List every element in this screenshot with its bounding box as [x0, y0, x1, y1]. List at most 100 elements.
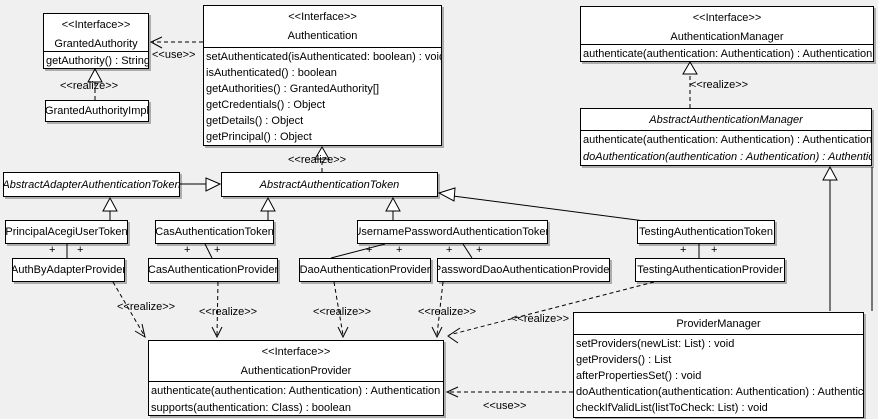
method-entry: getAuthorities() : GrantedAuthority[]: [206, 83, 380, 95]
realize-stereotype-label: <<realize>>: [199, 306, 258, 318]
stereotype-label: <<Interface>>: [61, 19, 131, 31]
hollow-triangle-arrowhead: [102, 196, 118, 212]
class-name: AbstractAdapterAuthenticationToken: [3, 178, 180, 191]
class-box-abstract-authentication-manager: AbstractAuthenticationManager authentica…: [580, 108, 872, 166]
stereotype-label: <<Interface>>: [692, 12, 762, 24]
method-entry: authenticate(authentication: Authenticat…: [583, 48, 873, 60]
association-edge-userpass-passworddao: [462, 243, 473, 259]
method-entry: checkIfValidList(listToCheck: List) : vo…: [576, 402, 768, 414]
method-entry: isAuthenticated() : boolean: [206, 67, 337, 79]
association-plus-mark: +: [77, 244, 84, 256]
methods-compartment: authenticate(authentication: Authenticat…: [581, 44, 873, 61]
method-entry: getProviders() : List: [576, 354, 672, 366]
class-box-password-dao-authentication-provider: PasswordDaoAuthenticationProvider: [437, 258, 610, 282]
class-header: <<Interface>> AuthenticationProvider: [149, 341, 443, 378]
class-header: AbstractAuthenticationManager: [581, 109, 871, 130]
class-name: ProviderManager: [676, 318, 761, 330]
open-arrowhead: [447, 327, 461, 344]
hollow-triangle-arrowhead: [437, 187, 456, 202]
realize-stereotype-label: <<realize>>: [288, 154, 347, 166]
generalization-edge-testing-token: [452, 195, 646, 222]
class-box-dao-authentication-provider: DaoAuthenticationProvider: [299, 258, 431, 282]
method-entry: getPrincipal() : Object: [206, 131, 312, 143]
association-edge-userpass-dao: [330, 243, 386, 259]
realize-stereotype-label: <<realize>>: [313, 306, 372, 318]
association-plus-mark: +: [446, 244, 453, 256]
methods-compartment: authenticate(authentication: Authenticat…: [149, 381, 443, 415]
class-box-authentication-provider: <<Interface>> AuthenticationProvider aut…: [148, 340, 444, 416]
class-name: Authentication: [287, 30, 358, 42]
methods-compartment: getAuthority() : String: [44, 51, 148, 68]
class-box-granted-authority: <<Interface>> GrantedAuthority getAuthor…: [43, 13, 149, 69]
use-stereotype-label: <<use>>: [152, 49, 196, 61]
realize-stereotype-label: <<realize>>: [690, 79, 749, 91]
class-name: DaoAuthenticationProvider: [299, 264, 431, 276]
class-box-abstract-authentication-token: AbstractAuthenticationToken: [221, 172, 438, 197]
class-name: AuthenticationProvider: [240, 365, 352, 377]
association-plus-mark: +: [366, 244, 373, 256]
class-box-abstract-adapter-authentication-token: AbstractAdapterAuthenticationToken: [3, 172, 180, 197]
realize-stereotype-label: <<realize>>: [418, 306, 477, 318]
realize-stereotype-label: <<realize>>: [60, 80, 119, 92]
class-name: TestingAuthenticationProvider: [637, 264, 783, 276]
class-box-auth-by-adapter-provider: AuthByAdapterProvider: [12, 258, 125, 282]
methods-compartment: setAuthenticated(isAuthenticated: boolea…: [204, 47, 441, 145]
association-plus-mark: +: [711, 244, 718, 256]
class-header: <<Interface>> AuthenticationManager: [581, 7, 873, 44]
association-edge-cas: [204, 243, 213, 259]
class-header: <<Interface>> GrantedAuthority: [44, 14, 148, 51]
open-arrowhead: [149, 36, 163, 49]
method-entry: supports(authentication: Class) : boolea…: [151, 402, 351, 414]
class-box-cas-authentication-token: CasAuthenticationToken: [155, 220, 274, 244]
use-stereotype-label: <<use>>: [483, 400, 527, 412]
open-arrowhead: [211, 326, 223, 339]
class-box-cas-authentication-provider: CasAuthenticationProvider: [148, 258, 278, 282]
class-name: AuthByAdapterProvider: [12, 264, 125, 276]
class-name: UsernamePasswordAuthenticationToken: [357, 226, 548, 238]
class-name: AuthenticationManager: [670, 31, 784, 43]
open-arrowhead: [445, 386, 459, 398]
hollow-triangle-arrowhead: [205, 177, 222, 192]
class-header: ProviderManager: [574, 313, 863, 334]
class-name: GrantedAuthority: [54, 38, 138, 50]
class-box-principal-acegi-user-token: PrincipalAcegiUserToken: [5, 220, 128, 244]
class-box-authentication: <<Interface>> Authentication setAuthenti…: [203, 5, 442, 146]
association-plus-mark: +: [214, 244, 221, 256]
method-entry: authenticate(authentication: Authenticat…: [583, 134, 871, 146]
hollow-triangle-arrowhead: [385, 196, 401, 212]
hollow-triangle-arrowhead: [682, 61, 698, 75]
association-plus-mark: +: [476, 244, 483, 256]
class-name: PasswordDaoAuthenticationProvider: [437, 264, 610, 276]
class-box-testing-authentication-provider: TestingAuthenticationProvider: [635, 258, 785, 282]
stereotype-label: <<Interface>>: [288, 11, 357, 23]
method-entry: setProviders(newList: List) : void: [576, 338, 735, 350]
method-entry: doAuthentication(authentication : Authen…: [583, 151, 871, 163]
hollow-triangle-arrowhead: [260, 196, 276, 212]
class-name: CasAuthenticationProvider: [148, 264, 278, 276]
class-name: AbstractAuthenticationManager: [649, 114, 803, 126]
method-entry: authenticate(authentication: Authenticat…: [151, 385, 441, 397]
class-name: AbstractAuthenticationToken: [259, 178, 400, 191]
stereotype-label: <<Interface>>: [261, 346, 331, 358]
method-entry: setAuthenticated(isAuthenticated: boolea…: [206, 51, 441, 63]
class-name: CasAuthenticationToken: [155, 226, 274, 238]
open-arrowhead: [337, 326, 349, 339]
class-name: PrincipalAcegiUserToken: [5, 226, 128, 238]
class-box-granted-authority-impl: GrantedAuthorityImpl: [45, 100, 149, 122]
association-plus-mark: +: [184, 244, 191, 256]
class-name: GrantedAuthorityImpl: [45, 105, 149, 117]
hollow-triangle-arrowhead: [822, 165, 838, 181]
methods-compartment: authenticate(authentication: Authenticat…: [581, 130, 871, 165]
class-box-testing-authentication-token: TestingAuthenticationToken: [637, 220, 775, 244]
association-plus-mark: +: [49, 244, 56, 256]
association-plus-mark: +: [396, 244, 403, 256]
realize-stereotype-label: <<realize>>: [511, 313, 570, 325]
class-box-username-password-authentication-token: UsernamePasswordAuthenticationToken: [357, 220, 548, 244]
open-arrowhead: [431, 326, 443, 339]
class-header: <<Interface>> Authentication: [204, 6, 441, 43]
method-entry: afterPropertiesSet() : void: [576, 370, 702, 382]
open-arrowhead: [134, 323, 146, 339]
class-box-provider-manager: ProviderManager setProviders(newList: Li…: [573, 312, 864, 418]
method-entry: doAuthentication(authentication: Authent…: [576, 386, 863, 398]
